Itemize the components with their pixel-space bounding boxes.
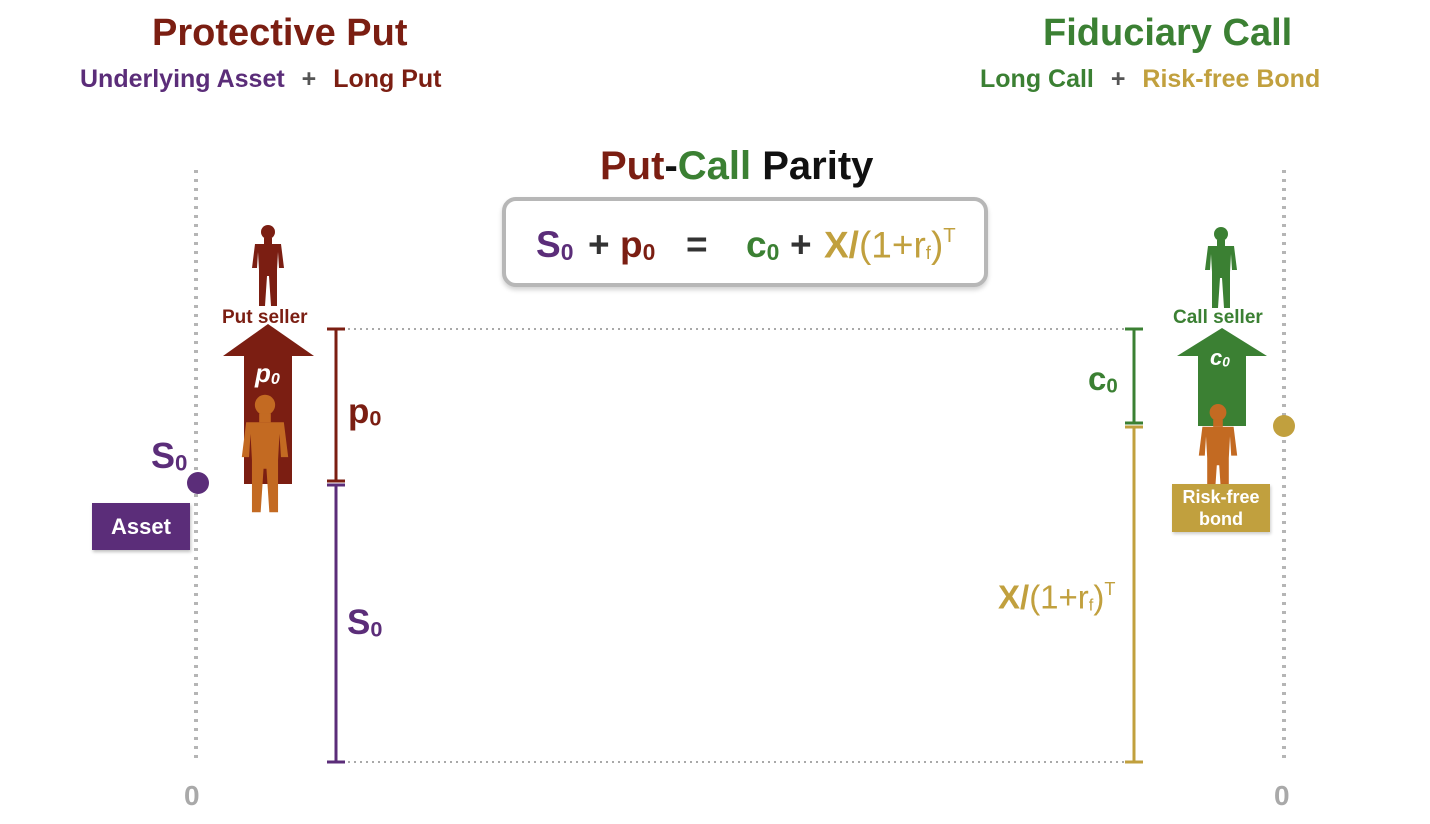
- call-premium-arrow: [1177, 328, 1267, 426]
- p0-bracket-label: p0: [348, 392, 382, 431]
- p0-bracket: [327, 327, 345, 483]
- equation-s0: S0: [536, 224, 574, 265]
- s0-dot: [187, 472, 209, 494]
- put-seller-label: Put seller: [222, 307, 308, 328]
- equation-equals: =: [686, 224, 708, 265]
- c0-bracket-label: c0: [1088, 360, 1118, 398]
- equation-c0: c0: [746, 224, 780, 265]
- plus-sign: +: [301, 65, 317, 93]
- fiduciary-call-subtitle: Long Call + Risk-free Bond: [980, 67, 1320, 92]
- fiduciary-call-title: Fiduciary Call: [1043, 12, 1293, 54]
- parity-call-word: Call: [677, 144, 752, 188]
- s0-bracket-label: S0: [347, 603, 383, 642]
- asset-label: Asset: [111, 513, 171, 539]
- risk-free-bond-box: Risk-free bond: [1172, 484, 1270, 532]
- put-arrow-label: p0: [255, 358, 280, 388]
- protective-put-subtitle: Underlying Asset + Long Put: [80, 67, 442, 92]
- put-seller-figure: [252, 225, 284, 306]
- equation-plus-2: +: [790, 224, 812, 265]
- c0-bracket: [1125, 327, 1143, 425]
- parity-dash: -: [664, 144, 678, 188]
- equation-pv-strike: X/(1+rf)T: [824, 224, 956, 266]
- pv-strike-bracket: [1125, 425, 1143, 764]
- asset-box: Asset: [92, 503, 190, 550]
- bond-dot: [1273, 415, 1295, 437]
- long-call-label: Long Call: [980, 65, 1094, 93]
- underlying-asset-label: Underlying Asset: [80, 65, 285, 93]
- long-put-label: Long Put: [333, 65, 442, 93]
- equation-plus-1: +: [588, 224, 610, 265]
- protective-put-title: Protective Put: [152, 12, 408, 54]
- equation-box: S0 + p0 = c0 + X/(1+rf)T: [502, 197, 988, 287]
- bond-label-line2: bond: [1199, 509, 1243, 529]
- s0-bracket: [327, 483, 345, 764]
- bond-label-line1: Risk-free: [1182, 486, 1260, 507]
- plus-sign: +: [1110, 65, 1126, 93]
- risk-free-bond-label: Risk-free Bond: [1142, 65, 1321, 93]
- call-arrow-label: c0: [1210, 345, 1230, 370]
- parity-word: Parity: [751, 144, 874, 188]
- call-seller-label: Call seller: [1173, 307, 1263, 328]
- s0-dot-label: S0: [151, 435, 188, 476]
- parity-put-word: Put: [600, 144, 665, 188]
- left-axis-zero: 0: [184, 780, 200, 811]
- put-call-parity-title: Put-Call Parity: [600, 146, 873, 186]
- right-axis-zero: 0: [1274, 780, 1290, 811]
- pv-strike-label: X/(1+rf)T: [998, 578, 1116, 616]
- call-seller-figure: [1205, 227, 1237, 308]
- equation-p0: p0: [620, 224, 656, 265]
